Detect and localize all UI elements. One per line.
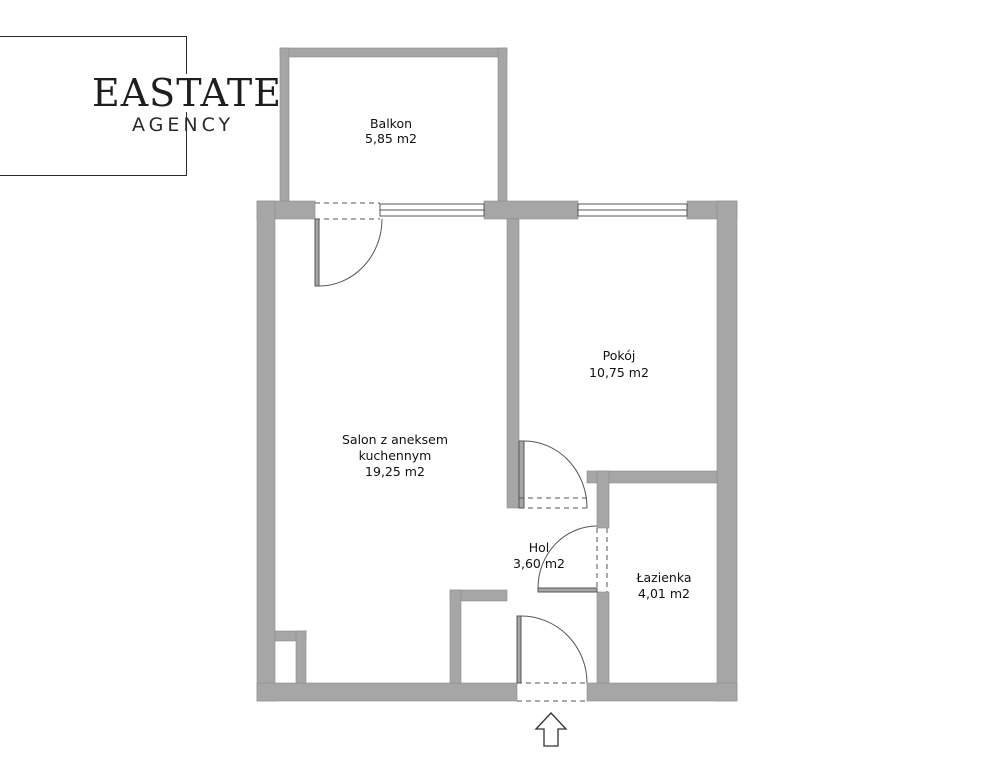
- label-pokoj-area: 10,75 m2: [589, 365, 649, 380]
- label-balkon-name: Balkon: [370, 116, 412, 131]
- outer-wall-top-middle: [483, 200, 579, 220]
- windows: [379, 203, 688, 217]
- logo-brand-subtitle: AGENCY: [132, 114, 235, 136]
- wall-stub-hol-vertical: [449, 589, 462, 684]
- wall-pokoj-lazienka: [586, 470, 718, 484]
- label-pokoj-name: Pokój: [603, 348, 636, 363]
- balcony-wall-right: [497, 47, 508, 204]
- door-entrance-swing: [520, 615, 588, 684]
- label-lazienka-name: Łazienka: [635, 570, 691, 585]
- label-salon-line1: Salon z aneksem: [342, 432, 448, 447]
- door-lazienka-leaf: [537, 587, 598, 593]
- wall-lazienka-left: [596, 591, 610, 684]
- outer-wall-bottom-right: [586, 682, 738, 702]
- logo-brand-name: EASTATE: [92, 71, 284, 115]
- wall-lazienka-top-left: [596, 470, 610, 529]
- door-entrance-leaf: [516, 615, 522, 684]
- label-salon-area: 19,25 m2: [365, 464, 425, 479]
- balcony-wall-left: [279, 47, 290, 204]
- label-hol-name: Hol: [529, 540, 550, 555]
- door-lazienka-swing: [537, 525, 598, 589]
- label-salon-line2: kuchennym: [359, 448, 432, 463]
- column-side: [295, 630, 307, 684]
- walls: [256, 47, 738, 702]
- arrow-up-outline-icon: [534, 712, 568, 747]
- wall-salon-pokoj: [506, 218, 520, 509]
- door-balkon-leaf: [314, 218, 320, 287]
- doors: [314, 202, 608, 702]
- door-balkon-swing: [318, 218, 383, 287]
- label-balkon-area: 5,85 m2: [365, 131, 417, 146]
- outer-wall-bottom-left: [256, 682, 518, 702]
- room-labels: Balkon 5,85 m2 Pokój 10,75 m2 Salon z an…: [342, 116, 692, 601]
- outer-wall-left: [256, 200, 276, 702]
- door-pokoj-swing: [523, 440, 588, 509]
- label-lazienka-area: 4,01 m2: [638, 586, 690, 601]
- label-hol-area: 3,60 m2: [513, 556, 565, 571]
- balcony-wall-top: [279, 47, 508, 58]
- outer-wall-right: [716, 200, 738, 702]
